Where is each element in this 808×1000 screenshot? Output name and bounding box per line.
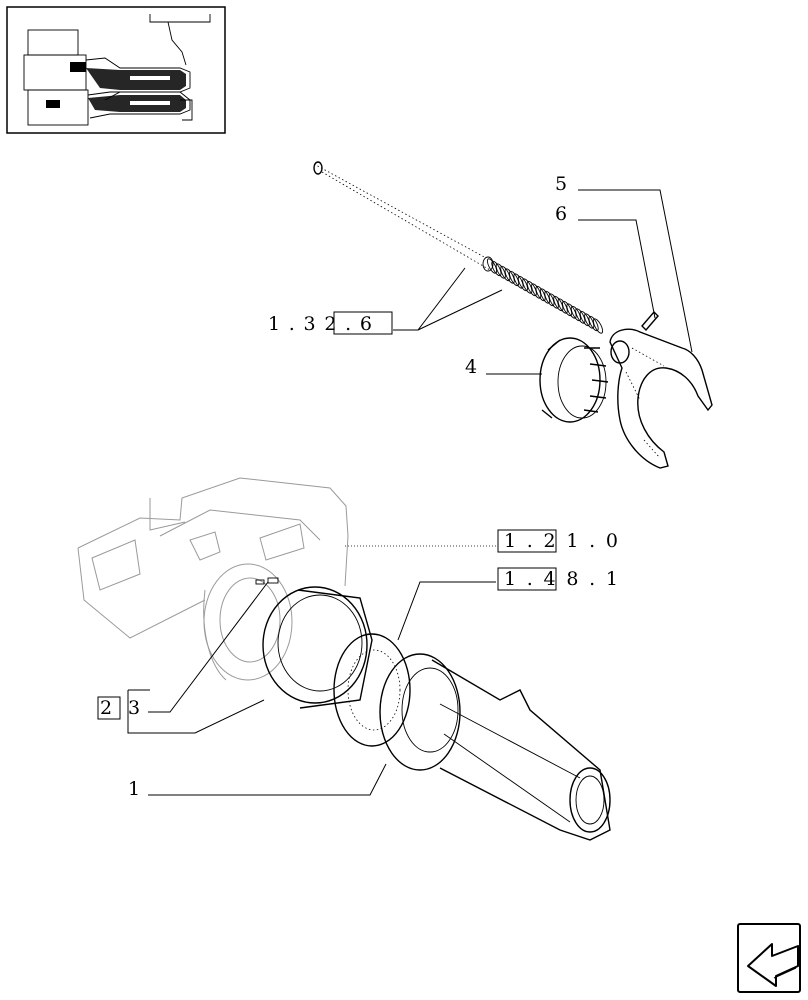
gear-ring: [333, 633, 411, 747]
ref-shaft-text: 1 . 3 2 . 6: [268, 313, 372, 335]
callout-5[interactable]: 5: [555, 173, 567, 195]
dowel-pins: [255, 577, 279, 585]
shift-rod-spring: [486, 258, 604, 334]
ref-gear-text: 1 . 4 8 . 1: [504, 568, 618, 590]
callout-3[interactable]: 3: [128, 697, 140, 719]
shift-fork: [609, 328, 713, 469]
callout-ref-shaft[interactable]: 1 . 3 2 . 6: [268, 311, 393, 335]
leader-lines: [127, 189, 693, 796]
shift-rod-shaft: [313, 161, 494, 272]
coupling-sleeve: [539, 337, 609, 423]
callout-ref-gear[interactable]: 1 . 4 8 . 1: [497, 567, 618, 591]
spring-coil: [592, 318, 604, 334]
callout-1[interactable]: 1: [128, 778, 140, 800]
callout-2[interactable]: 2: [97, 696, 121, 720]
transmission-housing-outline: [77, 477, 349, 681]
callout-4[interactable]: 4: [465, 356, 477, 378]
brake-drum-ring: [262, 586, 373, 709]
ref-housing-text: 1 . 2 1 . 0: [504, 530, 618, 552]
previous-page-arrow-icon[interactable]: [737, 923, 801, 993]
fork-pin: [641, 310, 659, 332]
callout-ref-housing[interactable]: 1 . 2 1 . 0: [497, 529, 618, 553]
callout-2-text: 2: [100, 697, 112, 719]
axle-trumpet-housing: [379, 653, 611, 841]
assembly-locator-thumbnail[interactable]: [6, 6, 226, 134]
callout-6[interactable]: 6: [555, 203, 567, 225]
